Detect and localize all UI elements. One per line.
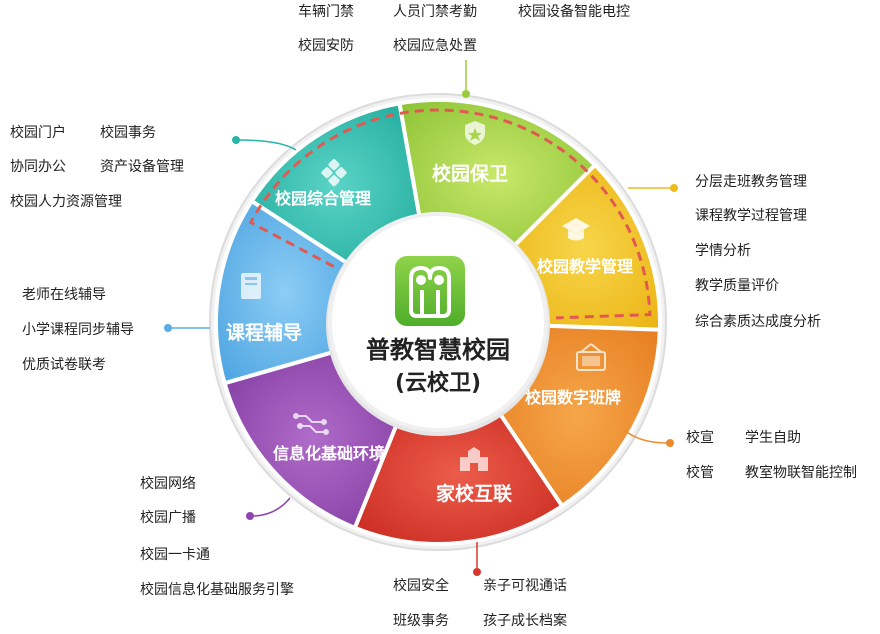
highlight-dashed-arc — [248, 108, 652, 320]
infra-item: 校园网络 — [140, 476, 196, 492]
tutoring-item: 小学课程同步辅导 — [22, 322, 134, 338]
teaching-item: 综合素质达成度分析 — [695, 314, 821, 330]
center-subtitle: (云校卫) — [395, 370, 481, 396]
infra-item: 校园信息化基础服务引擎 — [140, 582, 294, 598]
house-icon — [460, 447, 488, 471]
homeschool-item: 亲子可视通话 — [483, 578, 567, 594]
homeschool-item: 班级事务 — [393, 613, 449, 629]
security-item: 校园安防 — [298, 38, 354, 54]
segment-title-homeschool: 家校互联 — [436, 482, 512, 505]
teaching-item: 分层走班教务管理 — [695, 174, 807, 190]
admin-item: 校园人力资源管理 — [10, 194, 122, 210]
admin-item: 校园门户 — [10, 125, 66, 141]
connector-infra — [246, 497, 291, 520]
signage-item: 校管 — [686, 465, 714, 481]
admin-item: 协同办公 — [10, 159, 66, 175]
segment-title-admin: 校园综合管理 — [275, 189, 371, 208]
security-item: 校园设备智能电控 — [518, 4, 630, 20]
graduation-cap-icon — [562, 218, 590, 241]
connector-tutoring — [164, 324, 210, 332]
security-item: 校园应急处置 — [393, 38, 477, 54]
center-title: 普教智慧校园 — [366, 336, 510, 364]
infra-item: 校园广播 — [140, 510, 196, 526]
signage-item: 学生自助 — [745, 430, 801, 446]
tutoring-item: 优质试卷联考 — [22, 357, 106, 373]
connector-homeschool — [473, 542, 481, 576]
segment-title-teaching: 校园教学管理 — [537, 257, 633, 276]
signboard-icon — [576, 343, 606, 371]
teaching-item: 教学质量评价 — [695, 278, 779, 294]
tutoring-item: 老师在线辅导 — [22, 287, 106, 303]
teaching-item: 学情分析 — [695, 243, 751, 259]
connector-admin — [232, 136, 297, 151]
shield-icon — [465, 121, 485, 145]
apps-icon — [321, 159, 347, 187]
circuit-icon — [293, 413, 329, 435]
connector-teaching — [628, 184, 678, 192]
segment-title-signage: 校园数字班牌 — [525, 388, 621, 407]
signage-item: 校宣 — [686, 430, 714, 446]
book-icon — [241, 273, 261, 299]
owl-logo-icon — [395, 256, 465, 326]
connector-signage — [623, 429, 674, 447]
homeschool-item: 校园安全 — [393, 578, 449, 594]
security-item: 车辆门禁 — [298, 4, 354, 20]
admin-item: 校园事务 — [100, 125, 156, 141]
connector-security — [462, 60, 470, 98]
segment-title-security: 校园保卫 — [432, 162, 508, 185]
admin-item: 资产设备管理 — [100, 159, 184, 175]
segment-title-tutoring: 课程辅导 — [226, 321, 302, 344]
teaching-item: 课程教学过程管理 — [695, 208, 807, 224]
infra-item: 校园一卡通 — [140, 547, 210, 563]
homeschool-item: 孩子成长档案 — [483, 613, 567, 629]
segment-title-infra: 信息化基础环境 — [273, 444, 385, 463]
signage-item: 教室物联智能控制 — [745, 465, 857, 481]
security-item: 人员门禁考勤 — [393, 4, 477, 20]
